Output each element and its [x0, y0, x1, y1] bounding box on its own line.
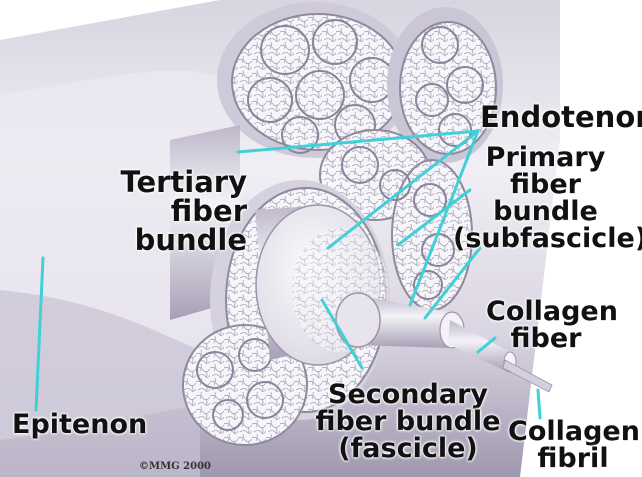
- label-primary: Primary fiber bundle (subfascicle): [453, 144, 638, 252]
- label-epitenon-text: Epitenon: [12, 411, 147, 438]
- label-primary-line2: fiber: [453, 171, 638, 198]
- label-endotenon: Endotenon: [480, 103, 642, 132]
- leader-fibril: [538, 390, 540, 418]
- label-secondary-line1: Secondary: [298, 381, 518, 408]
- label-tertiary: Tertiary fiber bundle: [117, 168, 247, 255]
- label-tertiary-line1: Tertiary: [117, 168, 247, 197]
- label-primary-line1: Primary: [453, 144, 638, 171]
- label-collagen-fibril-line1: Collagen: [508, 418, 638, 445]
- label-primary-line4: (subfascicle): [453, 225, 638, 252]
- label-tertiary-line3: bundle: [117, 226, 247, 255]
- label-primary-line3: bundle: [453, 198, 638, 225]
- copyright-notice: ©MMG 2000: [139, 461, 211, 472]
- label-collagen-fiber-line2: fiber: [486, 325, 606, 352]
- label-epitenon: Epitenon: [12, 411, 147, 438]
- label-tertiary-line2: fiber: [117, 197, 247, 226]
- label-collagen-fibril-line2: fibril: [508, 445, 638, 472]
- label-secondary-line2: fiber bundle: [298, 408, 518, 435]
- label-secondary-line3: (fascicle): [298, 435, 518, 462]
- label-collagen-fibril: Collagen fibril: [508, 418, 638, 472]
- label-collagen-fiber: Collagen fiber: [486, 298, 606, 352]
- label-endotenon-text: Endotenon: [480, 103, 642, 132]
- label-secondary: Secondary fiber bundle (fascicle): [298, 381, 518, 462]
- label-collagen-fiber-line1: Collagen: [486, 298, 606, 325]
